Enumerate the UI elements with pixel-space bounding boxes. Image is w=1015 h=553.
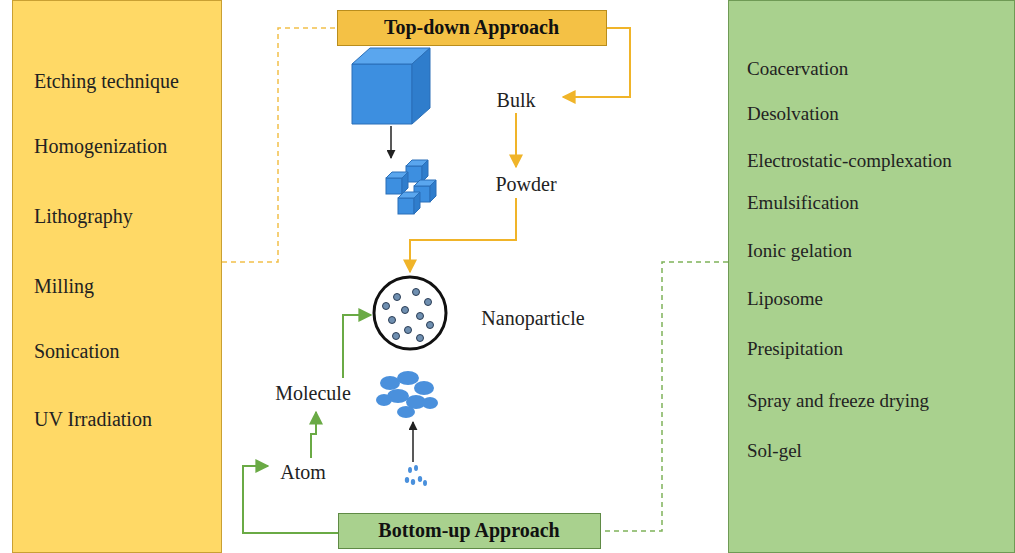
stage-label: Molecule xyxy=(275,382,351,405)
flow-arrow xyxy=(311,412,316,458)
flow-arrow xyxy=(515,113,517,167)
stage-label: Atom xyxy=(280,461,326,484)
approach-box: Top-down Approach xyxy=(337,10,607,46)
method-item: UV Irradiation xyxy=(34,408,152,431)
method-item: Coacervation xyxy=(747,58,848,80)
method-item: Sonication xyxy=(34,340,120,363)
arrow xyxy=(412,422,414,462)
method-item: Liposome xyxy=(747,288,823,310)
approach-box: Bottom-up Approach xyxy=(338,513,601,549)
method-item: Emulsification xyxy=(747,192,859,214)
method-item: Lithography xyxy=(34,205,133,228)
dashed-connector xyxy=(601,262,728,531)
arrow xyxy=(390,126,392,158)
methods-panel: Etching techniqueHomogenizationLithograp… xyxy=(12,0,222,553)
method-item: Spray and freeze drying xyxy=(747,390,929,412)
approach-title: Bottom-up Approach xyxy=(378,519,559,542)
method-item: Desolvation xyxy=(747,103,839,125)
method-item: Ionic gelation xyxy=(747,240,852,262)
method-item: Homogenization xyxy=(34,135,167,158)
bulk-cube xyxy=(352,48,430,124)
flow-arrow xyxy=(343,315,371,378)
dashed-connector xyxy=(222,28,337,262)
stage-label: Powder xyxy=(495,173,556,196)
flow-arrow xyxy=(410,198,516,272)
nanoparticle-circle xyxy=(374,277,446,349)
atom-dots xyxy=(405,465,427,486)
method-item: Presipitation xyxy=(747,338,843,360)
molecule-cluster xyxy=(376,371,438,418)
methods-panel: CoacervationDesolvationElectrostatic-com… xyxy=(728,0,1015,553)
method-item: Sol-gel xyxy=(747,440,802,462)
approach-title: Top-down Approach xyxy=(384,16,559,39)
method-item: Milling xyxy=(34,275,94,298)
method-item: Electrostatic-complexation xyxy=(747,150,952,172)
stage-label: Nanoparticle xyxy=(481,307,584,330)
method-item: Etching technique xyxy=(34,70,179,93)
powder-cubes xyxy=(386,160,436,214)
stage-label: Bulk xyxy=(497,89,536,112)
